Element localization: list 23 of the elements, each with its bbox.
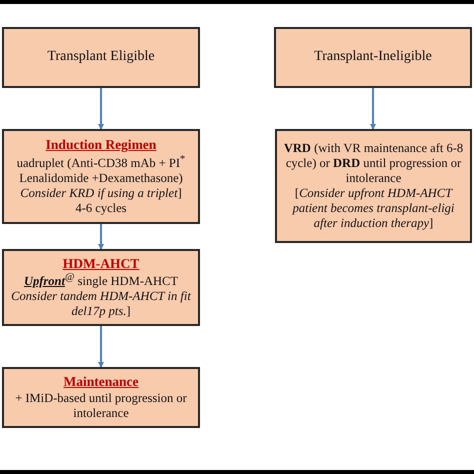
process-box <box>274 27 472 88</box>
box-text: Upfront$^{@}$ single HDM-AHCT <box>24 272 178 290</box>
arrow <box>98 326 104 368</box>
arrow <box>370 88 376 130</box>
box-text: 4-6 cycles <box>75 200 127 216</box>
box-heading: Induction Regimen <box>46 137 156 154</box>
process-box <box>2 27 200 88</box>
arrow <box>98 88 104 130</box>
process-box <box>2 367 200 428</box>
box-text: Transplant Eligible <box>47 49 155 66</box>
arrow <box>98 224 104 250</box>
box-heading: Maintenance <box>64 374 138 391</box>
box-text: uadruplet (Anti-CD38 mAb + PI$^{*}$ Lenalidomide +Dexamethasone) <box>16 154 186 186</box>
box-text: Consider KRD if using a triplet] <box>20 186 182 201</box>
box-text: + IMiD-based until progression or intolerance <box>14 390 188 421</box>
box-text: [Consider upfront HDM-AHCT patient becomes transplant-eligi after induction therapy] <box>291 186 456 231</box>
box-text: Transplant-Ineligible <box>314 49 432 66</box>
process-box <box>2 129 200 224</box>
box-heading: HDM-AHCT <box>62 256 140 272</box>
process-box <box>275 129 472 243</box>
box-text: VRD (with VR maintenance aft 6-8 cycle) or DRD until progression or intolerance <box>282 141 464 186</box>
box-text: Consider tandem HDM-AHCT in fit del17p pts.] <box>10 289 192 320</box>
process-box <box>2 249 200 326</box>
